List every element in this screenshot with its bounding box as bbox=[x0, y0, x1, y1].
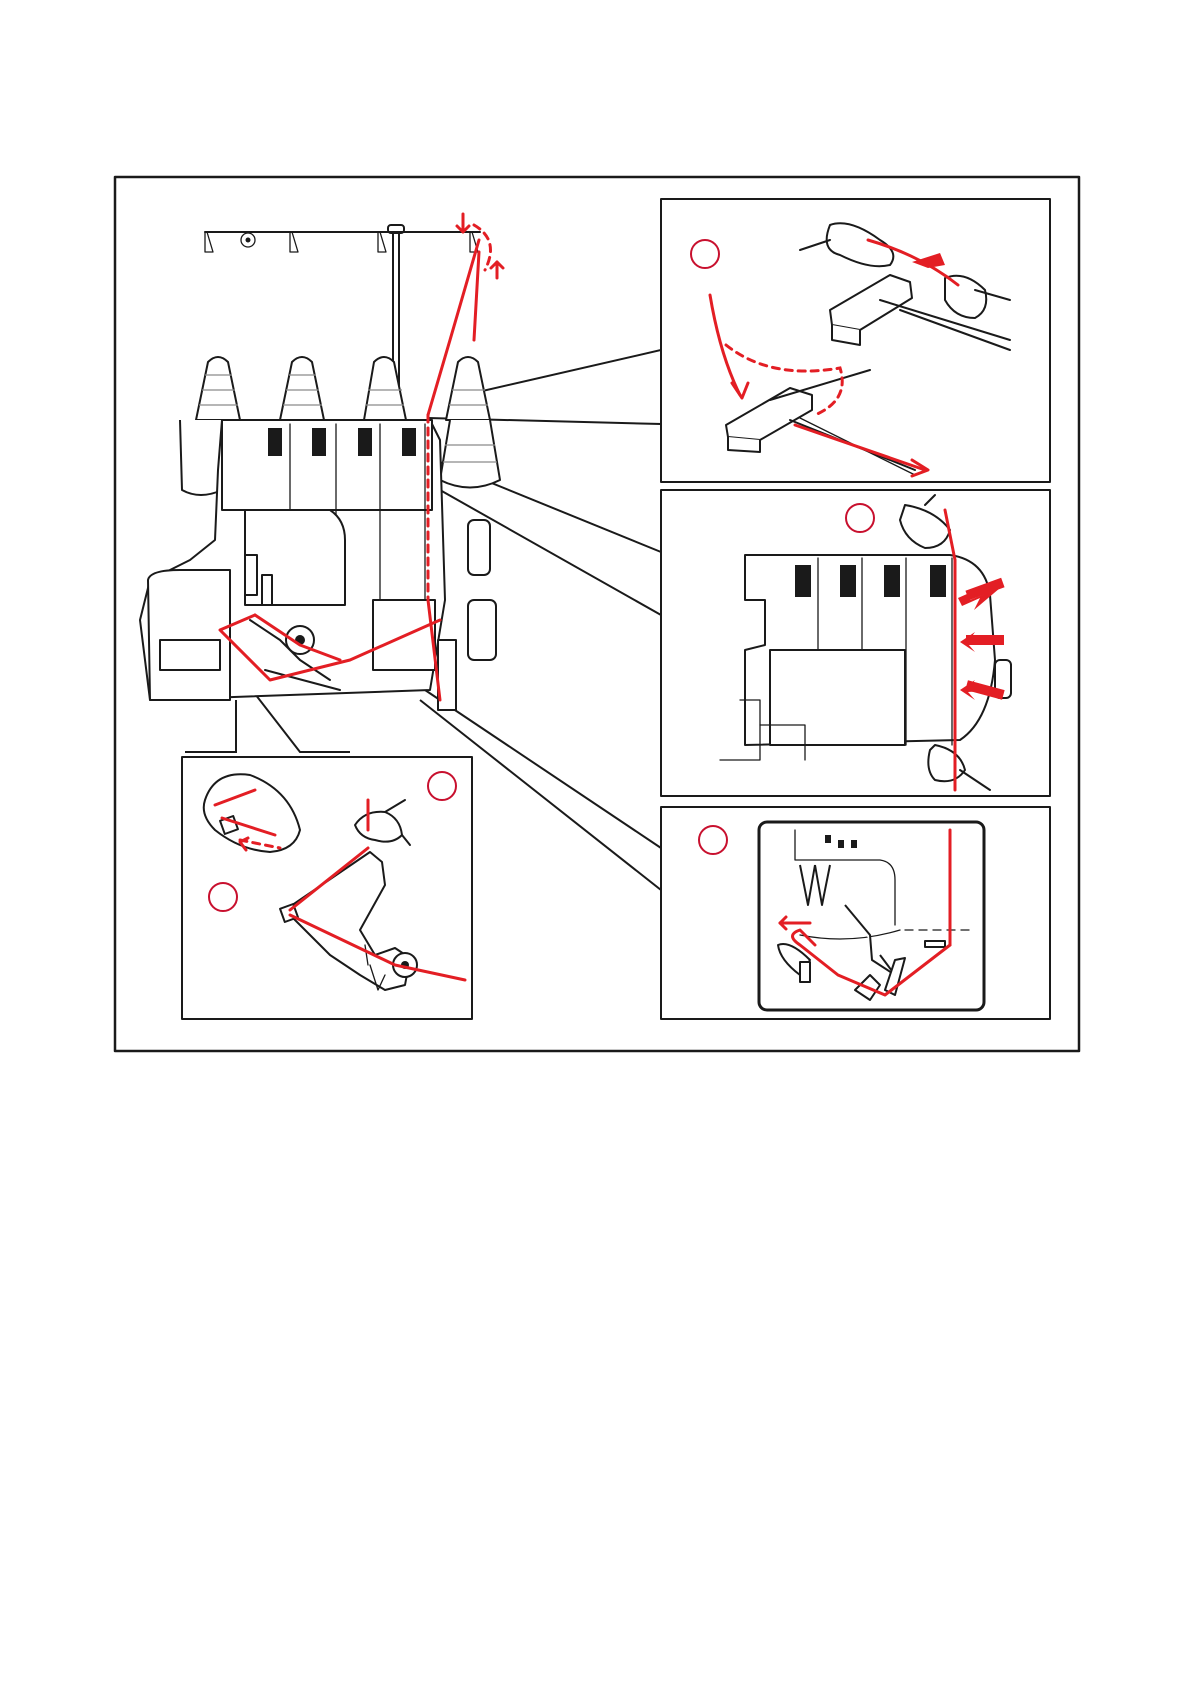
inset-c-marker-1 bbox=[428, 772, 456, 800]
inset-d-needle-area bbox=[661, 807, 1050, 1019]
thread-cone-rear bbox=[180, 420, 222, 495]
inset-d-mechanism bbox=[778, 830, 975, 1000]
lower-handwheel bbox=[468, 600, 496, 660]
inset-a-thread-guide bbox=[661, 199, 1050, 482]
free-arm bbox=[148, 570, 230, 700]
lower-guide bbox=[726, 370, 915, 475]
thread-cone-4 bbox=[440, 357, 500, 488]
inset-c-zoom-bubble bbox=[204, 774, 300, 852]
handwheel bbox=[468, 520, 490, 575]
inset-a-marker bbox=[691, 240, 719, 268]
inset-a-thread-exit bbox=[795, 425, 925, 470]
tension-dial-housing bbox=[222, 420, 432, 510]
thread-cone-1 bbox=[196, 357, 240, 420]
inset-b-hand-bottom bbox=[928, 745, 965, 781]
inset-b-marker bbox=[846, 504, 874, 532]
inset-d-frame bbox=[661, 807, 1050, 1019]
thread-guide-hooks bbox=[205, 232, 478, 252]
serger-main-view bbox=[140, 214, 503, 710]
front-cover bbox=[245, 510, 345, 605]
thread-cone-2 bbox=[280, 357, 324, 420]
inset-c-hand bbox=[355, 812, 402, 842]
inset-c-marker-2 bbox=[209, 883, 237, 911]
inset-c-looper bbox=[182, 757, 472, 1019]
bed-plate bbox=[160, 640, 220, 670]
upper-guide-hands bbox=[800, 223, 1010, 350]
inset-b-hand-top bbox=[900, 505, 950, 548]
inset-d-marker bbox=[699, 826, 727, 854]
inset-b-cover bbox=[770, 650, 905, 745]
inset-a-arrow-top bbox=[912, 253, 945, 268]
inset-b-tension-channel bbox=[661, 490, 1050, 796]
